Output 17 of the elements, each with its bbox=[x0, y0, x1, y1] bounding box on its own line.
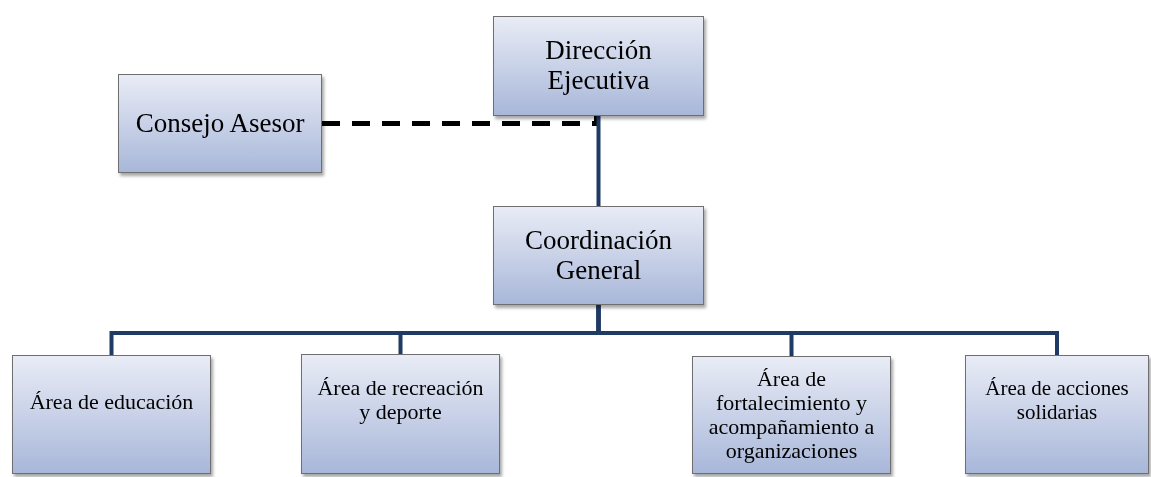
connector-line bbox=[596, 305, 1059, 355]
org-box bbox=[12, 355, 211, 474]
box-label: Área de educación bbox=[28, 390, 195, 415]
box-label: Consejo Asesor bbox=[134, 108, 306, 139]
connector-line bbox=[596, 116, 601, 206]
box-label: Área de fortalecimiento y acompañamiento a organizaciones bbox=[707, 366, 876, 464]
box-label: Coordinación General bbox=[524, 225, 673, 286]
org-box bbox=[301, 354, 500, 474]
box-label: Dirección Ejecutiva bbox=[544, 36, 653, 96]
org-box bbox=[965, 355, 1149, 474]
org-box bbox=[493, 206, 704, 305]
box-label: Área de acciones solidarias bbox=[984, 377, 1130, 424]
org-box bbox=[692, 356, 891, 474]
box-label: Área de recreación y deporte bbox=[316, 375, 485, 425]
org-box bbox=[493, 16, 704, 116]
dashed-connector bbox=[322, 116, 599, 126]
org-box bbox=[118, 74, 322, 173]
